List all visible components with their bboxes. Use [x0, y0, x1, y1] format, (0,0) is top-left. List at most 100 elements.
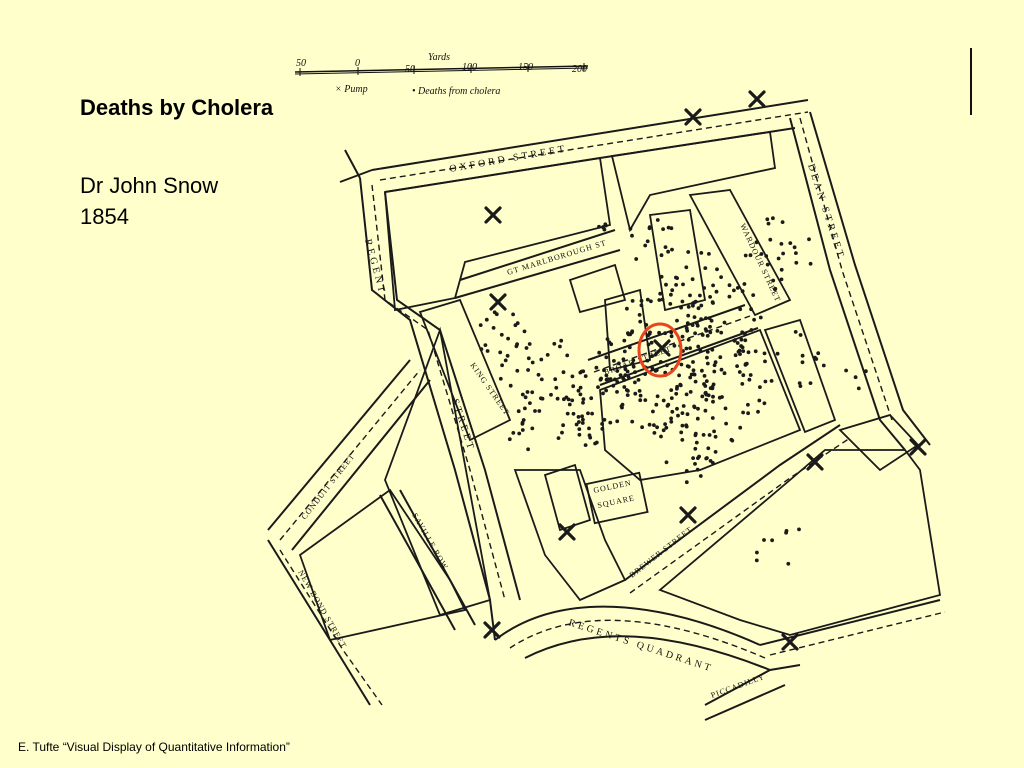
death-dot-icon	[732, 288, 736, 293]
death-dot-icon	[758, 385, 762, 389]
death-dot-icon	[741, 349, 746, 353]
death-dot-icon	[506, 336, 510, 341]
death-dot-icon	[577, 427, 582, 431]
death-dot-icon	[800, 353, 805, 358]
road-network	[267, 99, 946, 721]
death-dot-icon	[623, 373, 628, 377]
death-dot-icon	[702, 374, 707, 378]
death-dot-icon	[515, 368, 520, 373]
death-dot-icon	[604, 373, 609, 378]
death-dot-icon	[735, 364, 739, 368]
death-dot-icon	[703, 266, 708, 270]
death-dot-icon	[713, 450, 718, 454]
death-dot-icon	[630, 299, 635, 303]
death-dot-icon	[602, 368, 606, 373]
death-dot-icon	[740, 382, 745, 386]
death-dot-icon	[578, 392, 583, 397]
death-dot-icon	[503, 358, 508, 363]
death-dot-icon	[631, 358, 636, 363]
death-dot-icon	[570, 374, 575, 379]
death-dot-icon	[735, 286, 740, 290]
death-dot-icon	[498, 376, 503, 381]
death-dot-icon	[758, 315, 763, 320]
death-dot-icon	[505, 353, 510, 358]
death-dot-icon	[784, 529, 789, 533]
death-dot-icon	[691, 456, 695, 460]
death-dot-icon	[630, 419, 635, 424]
death-dot-icon	[523, 395, 528, 400]
death-dot-icon	[600, 422, 604, 426]
death-dot-icon	[567, 402, 572, 407]
death-dot-icon	[574, 422, 579, 427]
death-dot-icon	[703, 408, 708, 413]
death-dot-icon	[520, 420, 525, 425]
death-dot-icon	[792, 245, 797, 250]
death-dot-icon	[611, 383, 616, 388]
death-dot-icon	[735, 341, 740, 345]
street-new-bond: NEW BOND STREET	[296, 569, 348, 651]
death-dot-icon	[723, 406, 728, 411]
death-dot-icon	[646, 333, 651, 338]
death-dot-icon	[711, 283, 715, 288]
death-dot-icon	[776, 256, 781, 261]
death-dot-icon	[624, 388, 629, 392]
scale-bar: Yards 50 0 50 100 150 200 × Pump • Death…	[294, 52, 589, 97]
death-dot-icon	[719, 275, 723, 279]
death-dot-icon	[622, 338, 627, 343]
death-dot-icon	[724, 421, 728, 426]
death-dot-icon	[655, 394, 660, 399]
death-dot-icon	[705, 456, 709, 460]
death-dot-icon	[733, 338, 737, 343]
scale-unit-label: Yards	[428, 52, 450, 63]
death-dot-icon	[604, 377, 609, 382]
death-dot-icon	[814, 357, 819, 361]
death-dot-icon	[754, 240, 759, 245]
death-dot-icon	[658, 291, 663, 296]
death-dot-icon	[762, 351, 767, 356]
death-dot-icon	[498, 350, 503, 355]
death-dot-icon	[753, 349, 758, 354]
death-dot-icon	[643, 243, 648, 248]
death-dot-icon	[633, 370, 637, 374]
death-dot-icon	[712, 429, 716, 434]
death-dot-icon	[664, 282, 668, 287]
death-dot-icon	[651, 409, 655, 414]
death-dot-icon	[713, 360, 718, 365]
death-dot-icon	[617, 361, 621, 366]
death-dot-icon	[669, 330, 674, 335]
death-dot-icon	[620, 402, 625, 407]
death-dot-icon	[751, 293, 756, 297]
death-dot-icon	[580, 414, 584, 419]
death-dot-icon	[684, 265, 689, 270]
death-dot-icon	[693, 379, 698, 384]
death-dot-icon	[765, 262, 770, 267]
death-dot-icon	[755, 550, 759, 555]
death-dot-icon	[695, 467, 700, 472]
death-dot-icon	[766, 221, 771, 226]
death-dot-icon	[808, 261, 813, 266]
death-dot-icon	[680, 411, 685, 415]
death-dot-icon	[743, 253, 748, 258]
death-dot-icon	[678, 383, 683, 388]
death-dot-icon	[666, 402, 671, 407]
death-dot-icon	[741, 410, 745, 415]
street-regent-lower: STREET	[449, 398, 476, 453]
death-dot-icon	[581, 400, 585, 405]
death-dot-icon	[689, 372, 694, 377]
death-dot-icon	[711, 382, 716, 387]
death-dot-icon	[713, 434, 718, 439]
death-dot-icon	[749, 307, 753, 312]
death-dot-icon	[738, 425, 743, 430]
death-dot-icon	[524, 346, 529, 350]
death-dot-icon	[586, 411, 590, 416]
death-dot-icon	[739, 337, 744, 342]
death-dot-icon	[520, 392, 525, 397]
death-dot-icon	[658, 360, 663, 364]
death-dot-icon	[607, 340, 612, 345]
death-dot-icon	[781, 251, 785, 256]
death-dot-icon	[626, 375, 631, 379]
death-dot-icon	[737, 370, 742, 374]
death-dot-icon	[692, 372, 697, 377]
death-dot-icon	[605, 337, 610, 341]
death-dot-icon	[698, 293, 702, 298]
